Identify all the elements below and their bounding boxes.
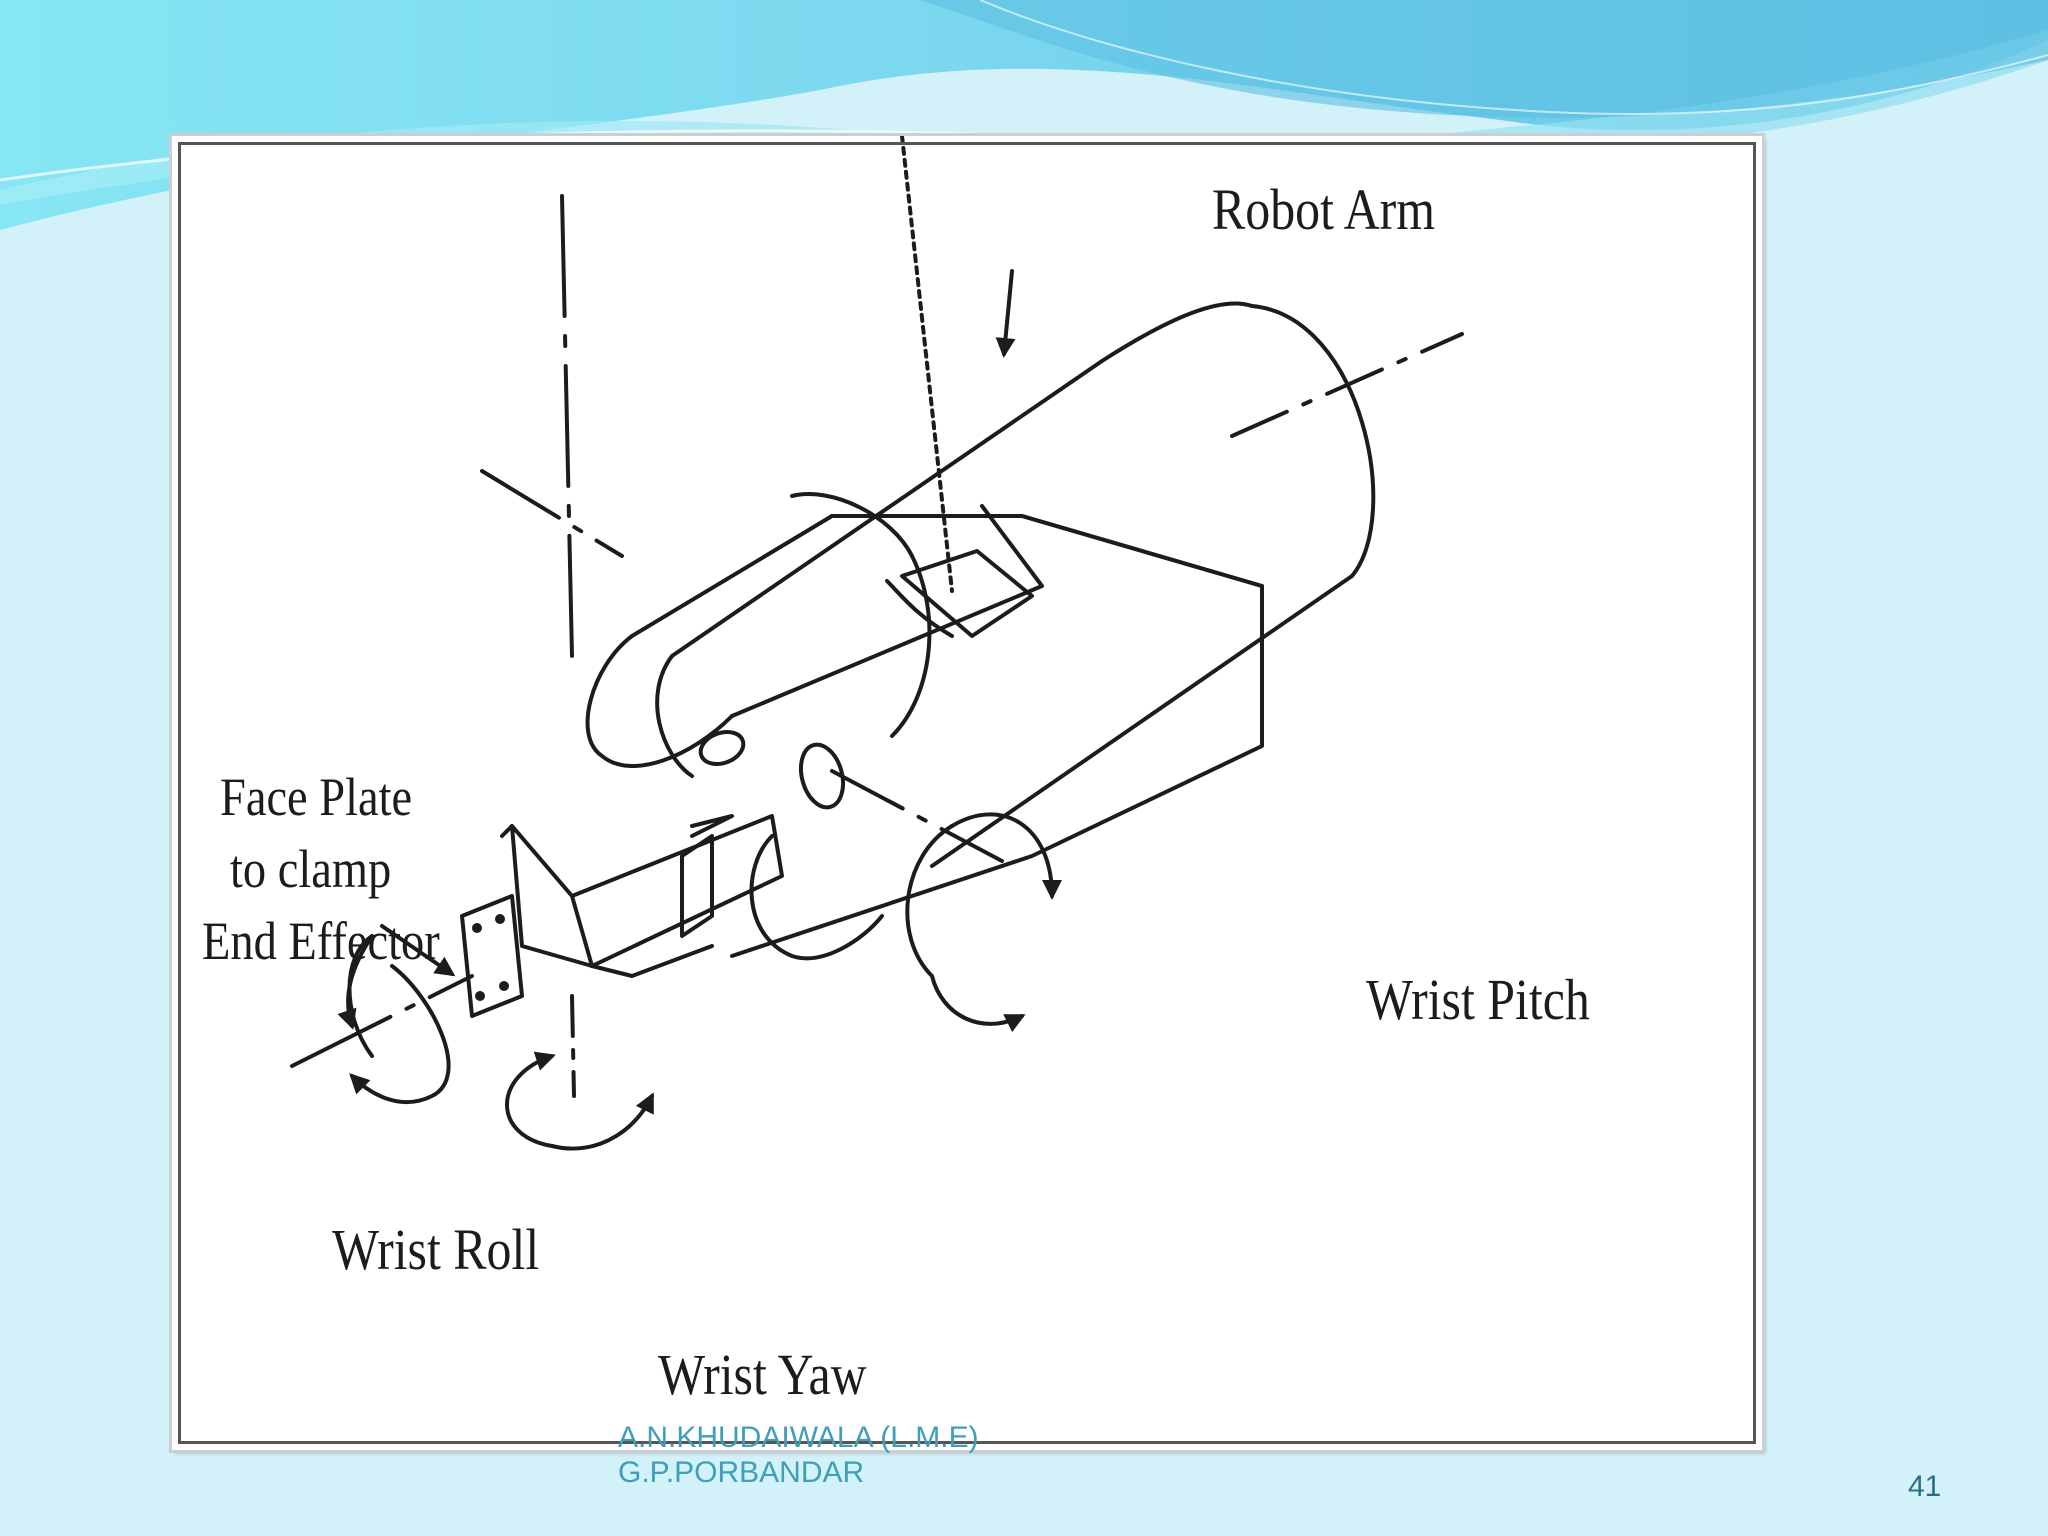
clevis-body: [585, 136, 1264, 958]
page-number: 41: [1908, 1470, 1942, 1503]
robot-arm-cylinder: [655, 301, 1376, 868]
header-wave-decoration: [0, 0, 2048, 230]
face-plate: [460, 894, 524, 1018]
robot-wrist-drawing: [290, 136, 1464, 1151]
label-face-plate-line2: to clamp: [230, 839, 392, 899]
label-robot-arm: Robot Arm: [1212, 177, 1436, 242]
label-face-plate-line3: End Effector: [202, 911, 440, 971]
label-face-plate-line1: Face Plate: [220, 767, 413, 827]
label-wrist-yaw: Wrist Yaw: [658, 1342, 867, 1407]
footer-author-line1: A.N.KHUDAIWALA (L.M.E): [618, 1421, 979, 1454]
footer-author-line2: G.P.PORBANDAR: [618, 1456, 865, 1489]
label-wrist-pitch: Wrist Pitch: [1366, 967, 1590, 1032]
footer-author: A.N.KHUDAIWALA (L.M.E) G.P.PORBANDAR: [618, 1420, 979, 1490]
lower-fork: [500, 742, 884, 978]
wrist-diagram-figure: Robot Arm Face Plate to clamp End Effect…: [172, 136, 1762, 1450]
label-wrist-roll: Wrist Roll: [332, 1217, 540, 1282]
